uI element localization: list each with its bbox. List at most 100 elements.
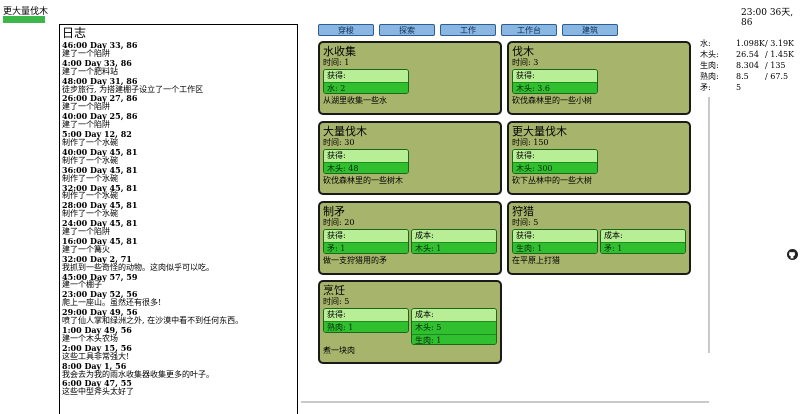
- gain-label: 获得:: [324, 230, 408, 242]
- gain-label: 获得:: [324, 150, 408, 162]
- log-entry-time: 32:00 Day 45, 81: [62, 182, 138, 193]
- log-entry-text: 制作了一个水碗: [62, 173, 118, 183]
- cost-label: 成本:: [412, 309, 496, 321]
- action-card-logging[interactable]: 伐木 时间: 3 获得: 木头: 3.6 砍伐森林里的一些小树: [507, 41, 691, 115]
- resource-amount: 5: [736, 83, 742, 92]
- vertical-scrollbar[interactable]: [708, 97, 710, 353]
- log-entry-time: 4:00 Day 33, 86: [62, 57, 132, 68]
- cost-box: 成本: 矛: 1: [600, 229, 686, 254]
- card-time: 时间: 1: [323, 58, 350, 67]
- log-entry-time: 28:00 Day 45, 81: [62, 200, 138, 211]
- log-entry-text: 建一个棚子: [62, 280, 102, 290]
- card-time: 时间: 5: [512, 218, 539, 227]
- resource-cap: / 1.45K: [765, 50, 795, 59]
- horizontal-scrollbar[interactable]: [301, 401, 709, 403]
- gain-box: 获得: 熟肉: 1: [323, 308, 409, 333]
- action-card-hunting[interactable]: 狩猎 时间: 5 获得: 生肉: 1 成本: 矛: 1 在平原上打猎: [507, 201, 691, 275]
- log-entry-text: 我抓到一些奇怪的动物。这肉似乎可以吃。: [62, 262, 214, 272]
- gain-label: 获得:: [513, 150, 597, 162]
- log-entry-time: 6:00 Day 47, 55: [62, 378, 132, 389]
- card-title: 水收集: [323, 45, 356, 58]
- resource-name: 熟肉:: [700, 72, 719, 81]
- log-entry-time: 2:00 Day 15, 56: [62, 342, 132, 353]
- action-card-greater-logging[interactable]: 更大量伐木 时间: 150 获得: 木头: 300 砍下丛林中的一些大树: [507, 121, 691, 195]
- action-card-mass-logging[interactable]: 大量伐木 时间: 30 获得: 木头: 48 砍伐森林里的一些树木: [318, 121, 502, 195]
- gain-label: 获得:: [324, 309, 408, 321]
- log-entry-text: 这些中型斧头太好了: [62, 387, 134, 397]
- log-entry-text: 制作了一个水碗: [62, 155, 118, 165]
- card-time: 时间: 150: [512, 138, 549, 147]
- resource-cap: / 135: [765, 61, 786, 70]
- gain-item: 木头: 300: [513, 162, 597, 173]
- gain-label: 获得:: [324, 70, 408, 82]
- resource-amount: 1.098K: [736, 39, 765, 48]
- resource-name: 木头:: [700, 50, 719, 59]
- cost-box: 成本: 木头: 1: [411, 229, 497, 254]
- gain-label: 获得:: [513, 70, 597, 82]
- cost-label: 成本:: [601, 230, 685, 242]
- log-entry-text: 徒步旅行, 为搭建棚子设立了一个工作区: [62, 84, 204, 94]
- card-desc: 在平原上打猎: [512, 256, 560, 265]
- log-entry-text: 建了一个篝火: [62, 244, 110, 254]
- gain-label: 获得:: [513, 230, 597, 242]
- clock-day-num: 36: [769, 8, 782, 18]
- log-entry-time: 16:00 Day 45, 81: [62, 235, 138, 246]
- log-entry-text: 这些工具非常强大!: [62, 351, 130, 361]
- resource-amount: 8.304: [736, 61, 759, 70]
- card-title: 狩猎: [512, 205, 534, 218]
- resource-name: 矛:: [700, 83, 711, 92]
- log-entry-time: 40:00 Day 45, 81: [62, 146, 138, 157]
- log-entry-time: 23:00 Day 52, 56: [62, 289, 138, 300]
- action-card-make-spear[interactable]: 制矛 时间: 20 获得: 矛: 1 成本: 木头: 1 做一支狩猎用的矛: [318, 201, 502, 275]
- gain-item: 木头: 48: [324, 162, 408, 173]
- log-title: 日志: [62, 26, 87, 40]
- tab-build[interactable]: 建筑: [562, 24, 618, 36]
- resource-cap: / 3.19K: [765, 39, 795, 48]
- log-entry-time: 26:00 Day 27, 86: [62, 93, 138, 104]
- action-card-water[interactable]: 水收集 时间: 1 获得: 水: 2 从湖里收集一些水: [318, 41, 502, 115]
- gain-item: 木头: 3.6: [513, 82, 597, 93]
- game-clock: 23:00 36天, 86: [741, 5, 800, 28]
- card-time: 时间: 30: [323, 138, 355, 147]
- log-entry-text: 建了一个陷阱: [62, 48, 110, 58]
- gain-box: 获得: 生肉: 1: [512, 229, 598, 254]
- card-desc: 做一支狩猎用的矛: [323, 256, 387, 265]
- resource-amount: 8.5: [736, 72, 749, 81]
- resource-row-water: 水: 1.098K / 3.19K: [700, 38, 795, 49]
- gain-item: 生肉: 1: [513, 242, 597, 253]
- card-title: 大量伐木: [323, 125, 367, 138]
- tab-travel[interactable]: 穿梭: [318, 24, 374, 36]
- cost-item: 生肉: 1: [412, 334, 496, 344]
- log-entry-text: 制作了一个水碗: [62, 137, 118, 147]
- log-entry-text: 建一个木头农场: [62, 333, 118, 343]
- resource-row-cooked-meat: 熟肉: 8.5 / 67.5: [700, 71, 795, 82]
- card-desc: 砍伐森林里的一些树木: [323, 176, 403, 185]
- log-entry-text: 制作了一个水碗: [62, 191, 118, 201]
- clock-extra: 86: [741, 18, 753, 28]
- clock-day-unit: 天,: [781, 8, 794, 18]
- resource-name: 水:: [700, 39, 711, 48]
- github-icon[interactable]: [787, 249, 798, 260]
- action-card-cooking[interactable]: 烹饪 时间: 5 获得: 熟肉: 1 成本: 木头: 5 生肉: 1 煮一块肉: [318, 280, 502, 364]
- log-entry-time: 32:00 Day 2, 71: [62, 253, 132, 264]
- gain-item: 矛: 1: [324, 242, 408, 253]
- tab-work[interactable]: 工作: [440, 24, 496, 36]
- resource-row-raw-meat: 生肉: 8.304 / 135: [700, 60, 795, 71]
- cost-label: 成本:: [412, 230, 496, 242]
- log-entry-text: 建了一个肥料站: [62, 66, 118, 76]
- gain-box: 获得: 矛: 1: [323, 229, 409, 254]
- gain-item: 熟肉: 1: [324, 321, 408, 332]
- tab-explore[interactable]: 探索: [379, 24, 435, 36]
- card-desc: 煮一块肉: [323, 346, 355, 355]
- log-entry-time: 46:00 Day 33, 86: [62, 40, 138, 50]
- card-title: 伐木: [512, 45, 534, 58]
- log-entry-time: 1:00 Day 49, 56: [62, 325, 132, 335]
- card-desc: 砍伐森林里的一些小树: [512, 96, 592, 105]
- tab-workbench[interactable]: 工作台: [501, 24, 557, 36]
- current-action-label: 更大量伐木: [3, 7, 49, 17]
- card-time: 时间: 5: [323, 297, 350, 306]
- clock-time: 23:00: [741, 8, 767, 18]
- log-entry-time: 29:00 Day 49, 56: [62, 307, 138, 318]
- card-title: 制矛: [323, 205, 345, 218]
